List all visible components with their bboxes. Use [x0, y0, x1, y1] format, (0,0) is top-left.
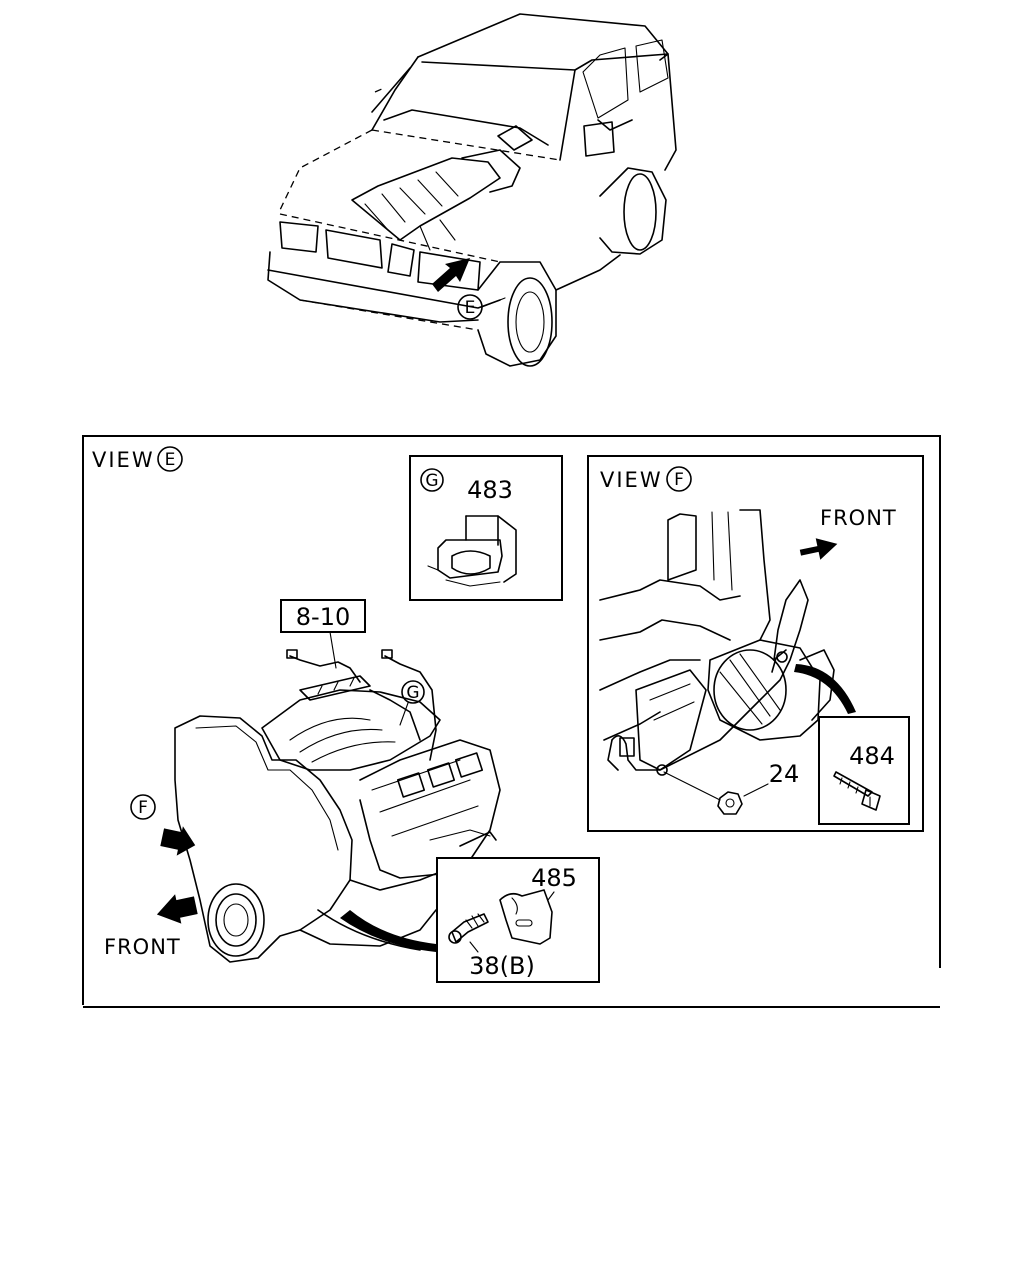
- detail-clip-box: 485 38(B): [436, 857, 600, 983]
- view-f-front-label: FRONT: [820, 506, 897, 530]
- detail-g-callout: G: [425, 471, 438, 491]
- vehicle-overview: E: [267, 13, 677, 367]
- view-e-title-callout: E: [165, 450, 176, 470]
- view-f-title: VIEW: [600, 468, 663, 492]
- harness-label: 8-10: [280, 599, 366, 669]
- part-number-484: 484: [849, 742, 895, 770]
- part-number-8-10: 8-10: [296, 603, 350, 631]
- view-f-title-callout: F: [674, 470, 684, 490]
- part-number-483: 483: [467, 476, 513, 504]
- view-e-front-label: FRONT: [104, 935, 181, 959]
- vehicle-callout-e: E: [465, 298, 476, 318]
- detail-tie-box: 484: [818, 716, 910, 825]
- detail-g-box: G 483: [409, 455, 563, 601]
- view-e-title: VIEW: [92, 448, 155, 472]
- part-number-38b: 38(B): [469, 952, 535, 980]
- view-f-callout: F: [138, 798, 148, 818]
- part-number-24: 24: [769, 760, 800, 788]
- engine-callout-g: G: [406, 683, 419, 703]
- part-number-485: 485: [531, 864, 577, 892]
- engine-drawing: F G FRONT: [104, 649, 501, 963]
